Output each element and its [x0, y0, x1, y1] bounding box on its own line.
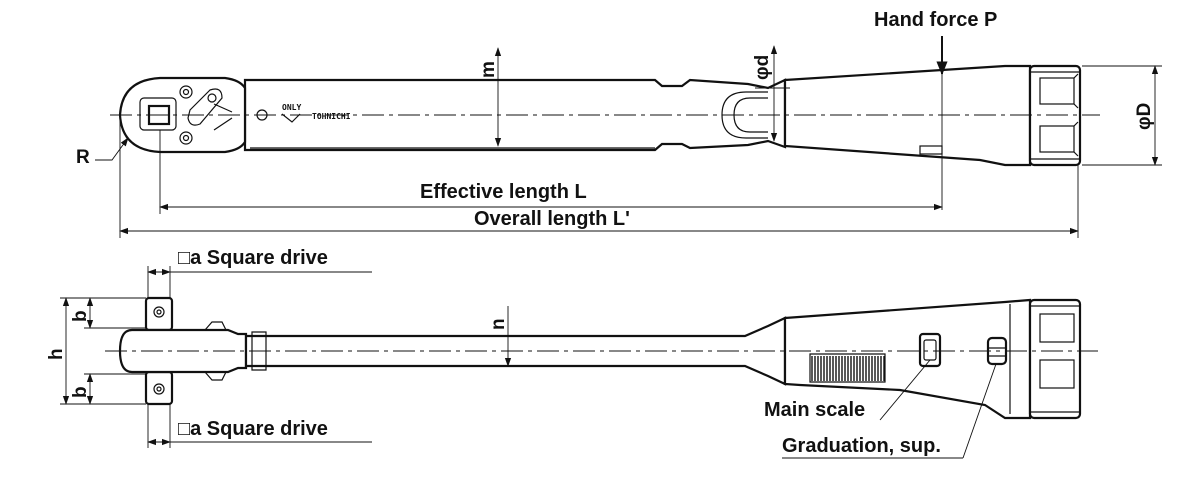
grip-side: [783, 298, 1032, 420]
b-bottom-label: b: [70, 386, 91, 398]
effective-length-label: Effective length L: [420, 181, 587, 203]
adjust-knob-side: [1009, 298, 1082, 420]
square-drive-bottom-label: □a Square drive: [178, 418, 328, 440]
hand-force-label: Hand force P: [874, 9, 997, 31]
overall-length-label: Overall length L': [474, 208, 630, 230]
main-scale-leader: [879, 359, 931, 421]
m-label: m: [478, 61, 499, 78]
rib-band: [809, 353, 886, 383]
graduation-leader: [962, 363, 997, 459]
phiD-label: φD: [1134, 103, 1155, 130]
h-label: h: [46, 348, 67, 360]
radius-label: R: [76, 147, 90, 168]
square-drive-top-label: □a Square drive: [178, 247, 328, 269]
top-view: ONLY TOHNICHI Hand force P m φd φD R Eff…: [76, 9, 1162, 238]
brand-mark: ONLY TOHNICHI: [281, 103, 351, 123]
n-label: n: [488, 318, 509, 330]
square-drive-bottom: [144, 370, 174, 406]
b-top-label: b: [70, 310, 91, 322]
side-view: □a Square drive □a Square drive: [46, 247, 1098, 459]
phid-label: φd: [752, 55, 773, 80]
head-detail: [204, 321, 227, 381]
main-scale-label: Main scale: [764, 399, 865, 421]
grip-ribs: [811, 356, 885, 381]
only-mark: ONLY: [282, 103, 301, 112]
tube-joint: [251, 331, 267, 371]
radius-leader: [95, 137, 129, 161]
square-drive-top: [144, 296, 174, 332]
main-scale-window: [918, 332, 942, 368]
graduation-label: Graduation, sup.: [782, 435, 941, 457]
brand-name: TOHNICHI: [312, 112, 351, 121]
